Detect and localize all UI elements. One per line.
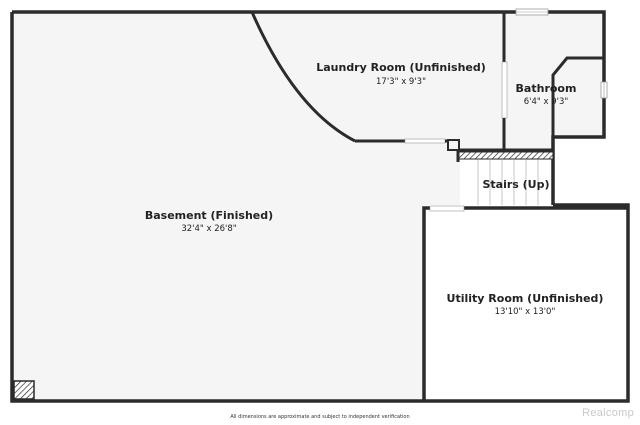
corner-column [13,380,35,400]
exterior-wall [12,10,606,205]
bathroom-inner-wall [551,56,604,150]
bathroom-door-opening [501,61,508,119]
utility-room-wall [422,206,628,401]
bathroom-dimensions: 6'4" x 9'3" [524,97,569,107]
laundry-dimensions: 17'3" x 9'3" [376,77,426,87]
laundry-curved-wall [250,11,356,143]
stairs-hatch-band [457,151,554,160]
stairs-label: Stairs (Up) [482,178,549,191]
floor-area [12,12,604,401]
stairs-floor [460,160,553,205]
laundry-door-opening [404,138,446,144]
laundry-label: Laundry Room (Unfinished) [316,61,486,74]
basement-dimensions: 32'4" x 26'8" [181,224,236,234]
basement-label: Basement (Finished) [145,209,273,222]
exterior-wall-left-bottom [10,12,630,403]
bathroom-label: Bathroom [516,82,577,95]
utility-door-opening [429,205,465,212]
utility-dimensions: 13'10" x 13'0" [495,307,556,317]
utility-label: Utility Room (Unfinished) [447,292,604,305]
stair-treads [477,160,539,205]
realcomp-watermark: Realcomp [582,407,634,419]
stairs-small-block [447,139,460,151]
disclaimer-text: All dimensions are approximate and subje… [230,414,410,420]
